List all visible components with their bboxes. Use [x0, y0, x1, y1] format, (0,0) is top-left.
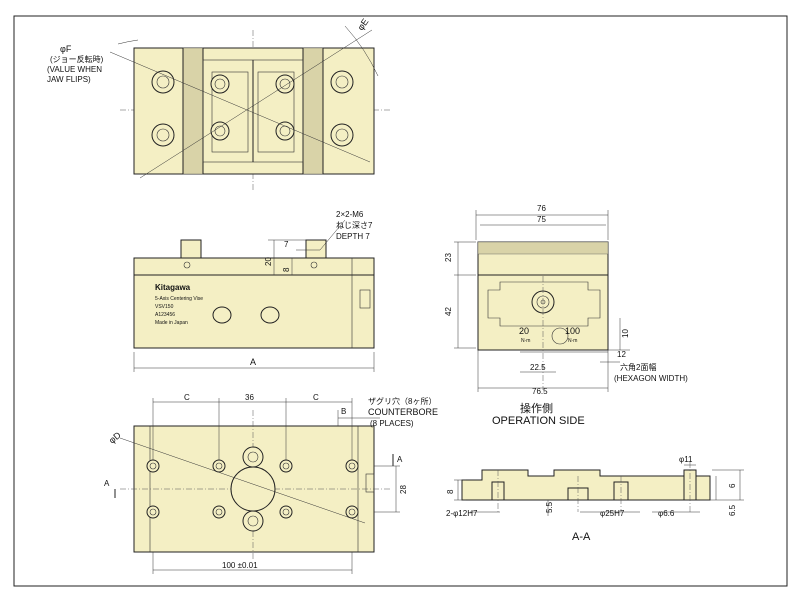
dim-76-5: 76.5 — [532, 387, 548, 396]
label-phi-d: φD — [107, 430, 123, 446]
sec-12h7: 2-φ12H7 — [446, 509, 478, 518]
tap-spec-1: 2×2-M6 — [336, 210, 364, 219]
plate-line-4: Made in Japan — [155, 320, 188, 326]
sec-25h7: φ25H7 — [600, 509, 625, 518]
dim-36: 36 — [245, 393, 254, 402]
sec-phi6-6: φ6.6 — [658, 509, 675, 518]
dim-20: 20 — [264, 257, 273, 266]
side-view — [454, 210, 630, 392]
label-phi-f: φF — [60, 44, 72, 54]
torque-100: 100 — [565, 326, 580, 336]
sec-dim-5-5: 5.5 — [545, 501, 554, 513]
top-view-body — [133, 47, 375, 175]
dim-a: A — [250, 357, 256, 367]
dim-c-left: C — [184, 393, 190, 402]
dim-7: 7 — [284, 240, 289, 249]
dim-b: B — [341, 407, 346, 416]
plate-line-2: VSV150 — [155, 304, 174, 310]
sec-dim-8: 8 — [446, 489, 455, 494]
tap-spec-2: ねじ深さ7 — [336, 221, 373, 230]
label-jaw-flip-en1: (VALUE WHEN — [47, 65, 102, 74]
plate-line-3: A123456 — [155, 312, 175, 318]
dim-100-tol: 100 ±0.01 — [222, 561, 258, 570]
section-marker-a-right: A — [397, 455, 403, 464]
counterbore-en1: COUNTERBORE — [368, 407, 438, 417]
front-view — [133, 219, 375, 372]
label-jaw-flip-jp: (ジョー反転時) — [50, 54, 104, 64]
counterbore-en2: (8 PLACES) — [370, 419, 414, 428]
sec-dim-6-5: 6.5 — [728, 504, 737, 516]
torque-20: 20 — [519, 326, 529, 336]
dim-23: 23 — [444, 253, 453, 262]
hex-width-en: (HEXAGON WIDTH) — [614, 374, 688, 383]
tap-spec-3: DEPTH 7 — [336, 232, 370, 241]
dim-10: 10 — [621, 329, 630, 338]
operation-side-en: OPERATION SIDE — [492, 415, 585, 427]
dim-76: 76 — [537, 204, 546, 213]
sec-dim-6: 6 — [728, 483, 737, 488]
dim-28: 28 — [399, 485, 408, 494]
drawing-frame — [13, 15, 788, 587]
operation-side-jp: 操作側 — [520, 401, 553, 415]
front-view-body — [133, 257, 375, 349]
dim-75: 75 — [537, 215, 546, 224]
brand-logo: Kitagawa — [155, 283, 191, 292]
section-title: A-A — [572, 531, 591, 543]
hex-width-jp: 六角2面幅 — [620, 362, 656, 372]
dim-c-right: C — [313, 393, 319, 402]
counterbore-jp: ザグリ穴（8ヶ所） — [368, 396, 436, 406]
section-marker-a-left: A — [104, 479, 110, 488]
dim-8: 8 — [282, 267, 291, 272]
torque-unit-2: N·m — [568, 338, 577, 344]
section-a-a — [454, 462, 744, 516]
dim-22-5: 22.5 — [530, 363, 546, 372]
dim-42: 42 — [444, 307, 453, 316]
label-phi-e: φE — [355, 17, 370, 32]
sec-phi11: φ11 — [679, 455, 693, 464]
bottom-view — [114, 398, 400, 574]
top-view — [109, 25, 390, 190]
torque-unit-1: N·m — [521, 338, 530, 344]
label-jaw-flip-en2: JAW FLIPS) — [47, 75, 91, 84]
dim-12: 12 — [617, 350, 626, 359]
plate-line-1: 5-Axis Centering Vise — [155, 296, 203, 302]
